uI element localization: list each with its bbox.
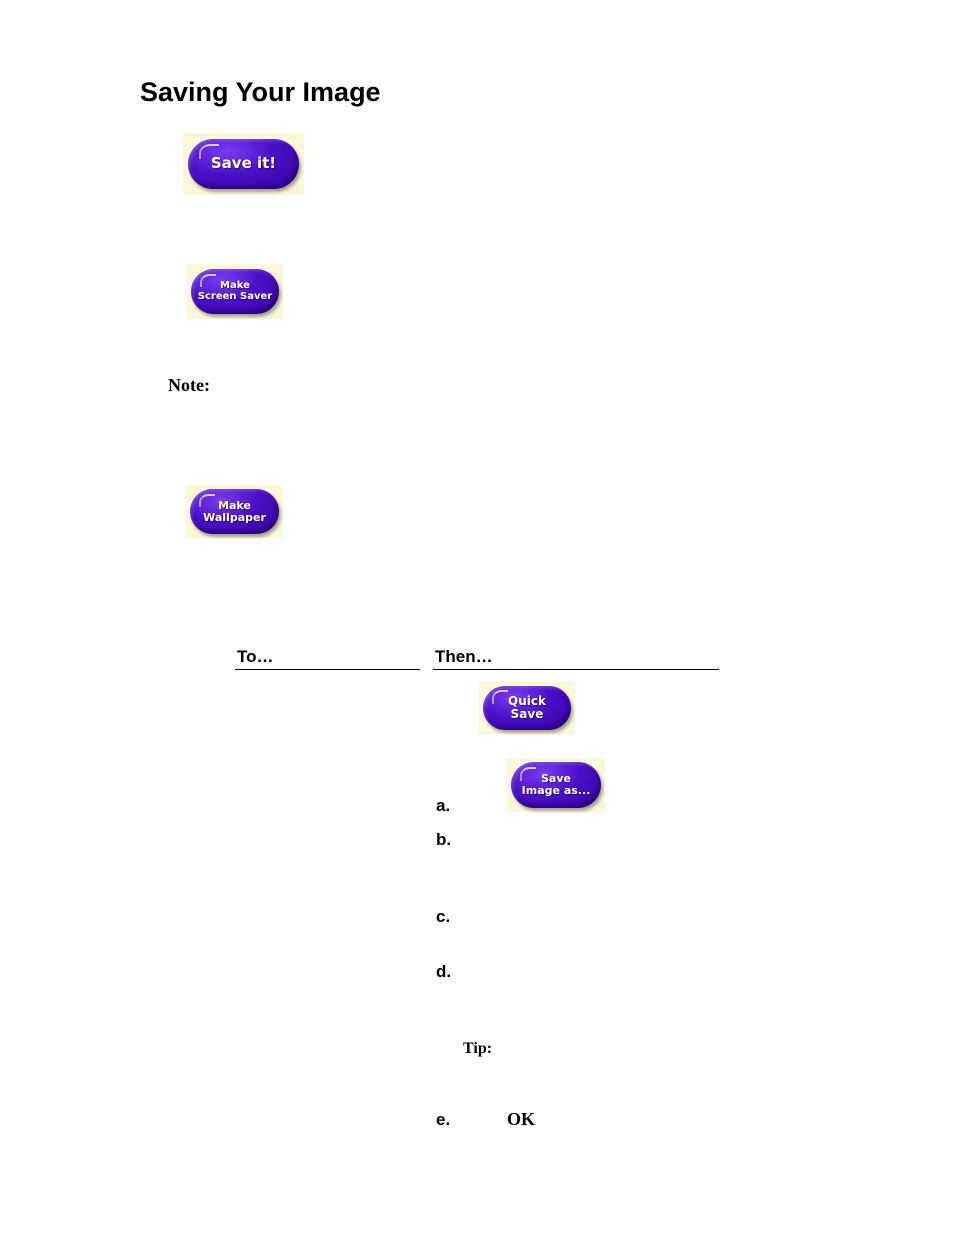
save-it-button-image: Save it! <box>183 133 304 195</box>
save-it-button[interactable]: Save it! <box>188 139 299 189</box>
make-screen-saver-button-image: Make Screen Saver <box>187 264 283 319</box>
step-b-label: b. <box>436 830 452 849</box>
step-e-label: e. <box>436 1110 451 1129</box>
make-wallpaper-button-image: Make Wallpaper <box>186 485 283 538</box>
quick-save-button[interactable]: Quick Save <box>483 686 571 730</box>
page-title: Saving Your Image <box>140 77 381 107</box>
ok-label: OK <box>507 1109 536 1129</box>
note-label: Note: <box>168 375 210 395</box>
save-image-as-button-image: Save Image as... <box>507 758 605 812</box>
save-image-as-button[interactable]: Save Image as... <box>511 762 601 808</box>
step-a-label: a. <box>436 796 451 815</box>
column-header-then: Then… <box>433 647 719 670</box>
make-screen-saver-button[interactable]: Make Screen Saver <box>191 269 279 314</box>
quick-save-button-image: Quick Save <box>479 682 575 734</box>
column-header-to: To… <box>235 647 420 670</box>
make-wallpaper-button[interactable]: Make Wallpaper <box>190 489 279 534</box>
step-c-label: c. <box>436 907 451 926</box>
step-d-label: d. <box>436 962 452 981</box>
tip-label: Tip: <box>463 1040 493 1057</box>
